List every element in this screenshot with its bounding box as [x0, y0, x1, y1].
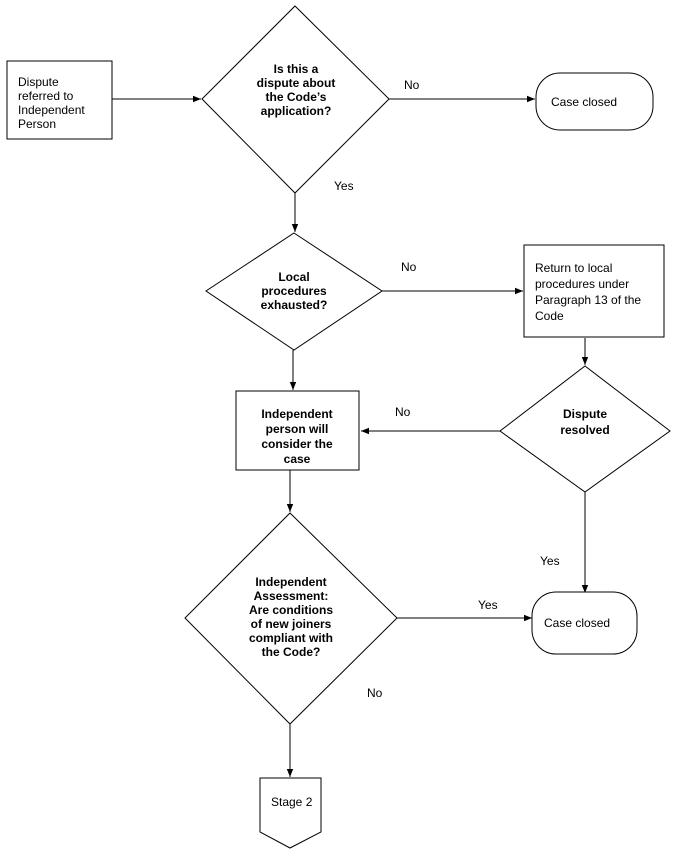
svg-text:Case closed: Case closed	[551, 95, 617, 109]
svg-text:Stage 2: Stage 2	[271, 795, 313, 809]
svg-text:Case closed: Case closed	[544, 616, 610, 630]
label-code-yes: Yes	[334, 179, 354, 193]
connectors	[112, 95, 589, 777]
label-code-no: No	[404, 78, 420, 92]
label-local-no: No	[401, 260, 417, 274]
label-assessment-yes: Yes	[478, 598, 498, 612]
label-assessment-no: No	[367, 686, 383, 700]
case-closed-top: Case closed	[535, 72, 654, 131]
stage2-connector: Stage 2	[259, 777, 322, 849]
label-resolved-yes: Yes	[540, 554, 560, 568]
edge-labels: No Yes No No Yes Yes No	[334, 78, 560, 700]
label-resolved-no: No	[395, 405, 411, 419]
case-closed-bottom: Case closed	[531, 591, 638, 655]
